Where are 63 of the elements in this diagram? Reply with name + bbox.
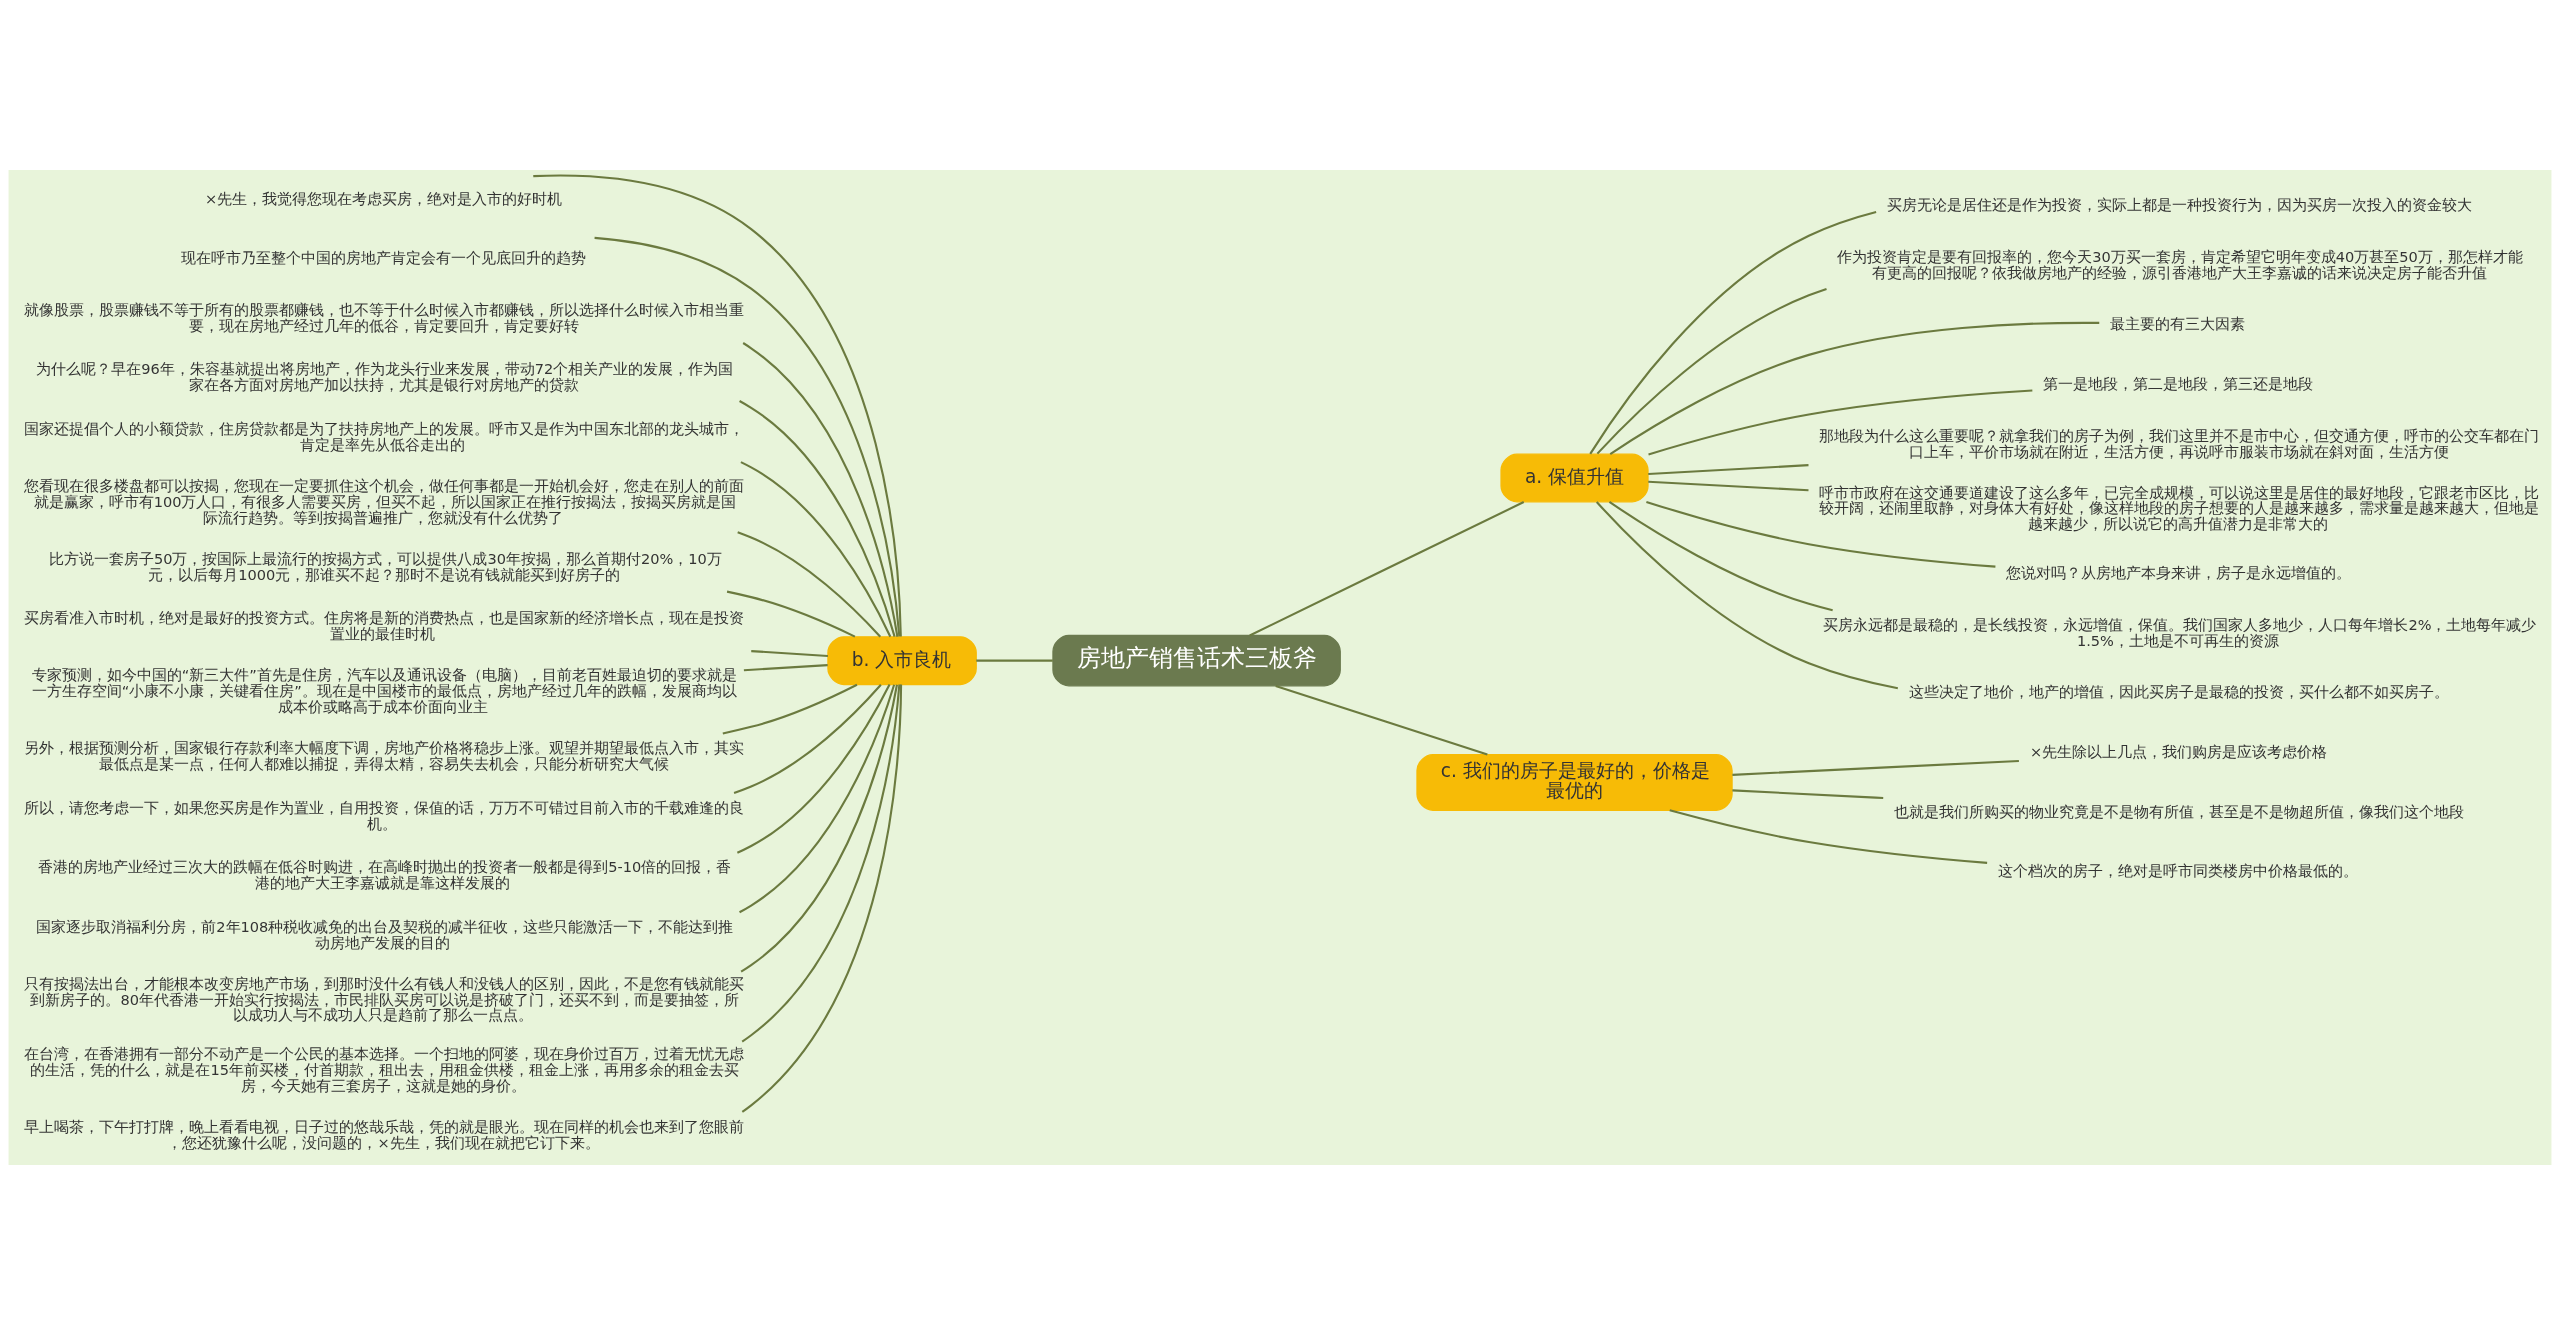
node-text: 也就是我们所购买的物业究竟是不是物有所值，甚至是不是物超所值，像我们这个地段 — [1894, 802, 2465, 820]
connector — [1608, 501, 1833, 612]
connector — [741, 684, 903, 1113]
node-text: 第一是地段，第二是地段，第三还是地段 — [2043, 375, 2314, 393]
node-text: 买房无论是居住还是作为投资，实际上都是一种投资行为，因为买房一次投入的资金较大 — [1886, 196, 2472, 214]
node-text: ×先生，我觉得您现在考虑买房，绝对是入市的好时机 — [205, 189, 563, 207]
node-text: 作为投资肯定是要有回报率的，您今天30万买一套房，肯定希望它明年变成40万甚至50万，那怎样才能有更高的回报呢？依我做房地产的经验，源引香港地产大王李嘉诚的话来说决定房子能否升值 — [1837, 247, 2523, 281]
node-text: 比方说一套房子50万，按国际上最流行的按揭方式，可以提供八成30年按揭，那么首期付20%，10万元，以后每月1000元，那谁买不起？那时不是说有钱就能买到好房子的 — [48, 549, 722, 583]
connector — [736, 684, 891, 854]
connector — [1732, 759, 2019, 776]
node-text: 呼市市政府在这交通要道建设了这么多年，已完全成规模，可以说这里是居住的最好地段，它跟老市区比，比较开阔，还闹里取静，对身体大有好处，像这样地段的房子想要的人是越来越多，需求量是越来越大，但地是越来越少，所以说它的高升值潜力是非常大的 — [1819, 483, 2540, 533]
node-text: 您说对吗？从房地产本身来讲，房子是永远增值的。 — [2006, 564, 2352, 582]
node-text: 这些决定了地价，地产的增值，因此买房子是最稳的投资，买什么都不如买房子。 — [1908, 683, 2449, 701]
node-text: 就像股票，股票赚钱不等于所有的股票都赚钱，也不等于什么时候入市都赚钱，所以选择什么时候入市相当重要，现在房地产经过几年的低谷，肯定要回升，肯定要好转 — [24, 300, 745, 334]
connector — [722, 683, 858, 735]
connector — [740, 684, 898, 973]
node-box: b. 入市良机 — [827, 636, 977, 686]
connector — [739, 684, 896, 914]
connector — [533, 174, 902, 637]
connector — [1249, 501, 1525, 637]
node-text: 国家逐步取消福利分房，前2年108种税收减免的出台及契税的减半征收，这些只能激活一下，不能达到推动房地产发展的目的 — [36, 917, 734, 951]
connector — [743, 664, 828, 672]
node-text: 您看现在很多楼盘都可以按揭，您现在一定要抓住这个机会，做任何事都是一开始机会好，您走在别人的前面就是赢家，呼市有100万人口，有很多人需要买房，但买不起，所以国家正在推行按揭法，按揭买房就是国际流行趋势。等到按揭普遍推广，您就没有什么优势了 — [24, 476, 745, 526]
connector — [737, 531, 882, 638]
connector — [740, 461, 892, 638]
node-box: 房地产销售话术三板斧 — [1052, 634, 1341, 687]
connector — [594, 236, 901, 637]
node-text: 那地段为什么这么重要呢？就拿我们的房子为例，我们这里并不是市中心，但交通方便，呼市的公交车都在门口上车，平价市场就在附近，生活方便，再说呼市服装市场就在斜对面，生活方便 — [1819, 426, 2540, 460]
node-text: 在台湾，在香港拥有一部分不动产是一个公民的基本选择。一个扫地的阿婆，现在身价过百万，过着无忧无虑的生活，凭的什么，就是在15年前买楼，付首期款，租出去，用租金供楼，租金上涨，再用多余的租金去买房，今天她有三套房子，这就是她的身价。 — [24, 1044, 745, 1094]
node-text: 专家预测，如今中国的“新三大件”首先是住房，汽车以及通讯设备（电脑），目前老百姓最迫切的要求就是一方生存空间“小康不小康，关键看住房”。现在是中国楼市的最低点，房地产经过几年的跌幅，发展商均以成本价或略高于成本价面向业主 — [31, 666, 737, 716]
node-box: a. 保值升值 — [1500, 453, 1649, 503]
connector — [1275, 684, 1488, 756]
node-text: 买房永远都是最稳的，是长线投资，永远增值，保值。我们国家人多地少，人口每年增长2%，土地每年减少1.5%，土地是不可再生的资源 — [1823, 615, 2537, 649]
node-text: 香港的房地产业经过三次大的跌幅在低谷时购进，在高峰时抛出的投资者一般都是得到5-10倍的回报，香港的地产大王李嘉诚就是靠这样发展的 — [38, 858, 732, 892]
node-text: 另外，根据预测分析，国家银行存款利率大幅度下调，房地产价格将稳步上涨。观望并期望最低点入市，其实最低点是某一点，任何人都难以捕捉，弄得太精，容易失去机会，只能分析研究大气候 — [24, 739, 745, 772]
node-text: 只有按揭法出台，才能根本改变房地产市场，到那时没什么有钱人和没钱人的区别，因此，不是您有钱就能买到新房子的。80年代香港一开始实行按揭法，市民排队买房可以说是挤破了门，还买不到，而是要抽签，所以成功人与不成功人只是趋前了那么一点点。 — [24, 974, 745, 1024]
node-text: 这个档次的房子，绝对是呼市同类楼房中价格最低的。 — [1998, 862, 2359, 880]
connector — [1648, 480, 1809, 492]
connector — [741, 684, 901, 1043]
node-text: 最主要的有三大因素 — [2109, 315, 2245, 333]
node-text: ×先生除以上几点，我们购房是应该考虑价格 — [2029, 743, 2328, 761]
connector — [1732, 789, 1884, 800]
connector — [1646, 500, 1996, 568]
connector — [1669, 809, 1988, 864]
connector — [726, 590, 856, 638]
connector — [1648, 464, 1809, 476]
node-text: 为什么呢？早在96年，朱容基就提出将房地产，作为龙头行业来发展，带动72个相关产业的发展，作为国家在各方面对房地产加以扶持，尤其是银行对房地产的贷款 — [36, 360, 734, 394]
connector — [1648, 389, 2033, 456]
node-text: 国家还提倡个人的小额贷款，住房贷款都是为了扶持房地产上的发展。呼市又是作为中国东北部的龙头城市，肯定是率先从低谷走出的 — [24, 420, 745, 453]
node-text: 早上喝茶，下午打打牌，晚上看看电视，日子过的悠哉乐哉，凭的就是眼光。现在同样的机会也来到了您眼前，您还犹豫什么呢，没问题的，×先生，我们现在就把它订下来。 — [24, 1117, 745, 1151]
connector — [739, 400, 896, 637]
connector — [976, 659, 1053, 662]
node-box: c. 我们的房子是最好的，价格是最优的 — [1416, 754, 1733, 811]
connector — [1596, 287, 1827, 455]
connector — [751, 650, 828, 658]
connector — [733, 684, 882, 794]
node-text: 买房看准入市时机，绝对是最好的投资方式。住房将是新的消费热点，也是国家新的经济增长点，现在是投资置业的最佳时机 — [24, 609, 745, 643]
connector — [1609, 321, 2100, 455]
connector — [742, 342, 899, 637]
node-text: 现在呼市乃至整个中国的房地产肯定会有一个见底回升的趋势 — [181, 249, 587, 267]
connector — [1595, 501, 1899, 690]
connector — [1589, 210, 1877, 455]
node-text: 所以，请您考虑一下，如果您买房是作为置业，自用投资，保值的话，万万不可错过目前入市的千载难逢的良机。 — [24, 798, 745, 832]
